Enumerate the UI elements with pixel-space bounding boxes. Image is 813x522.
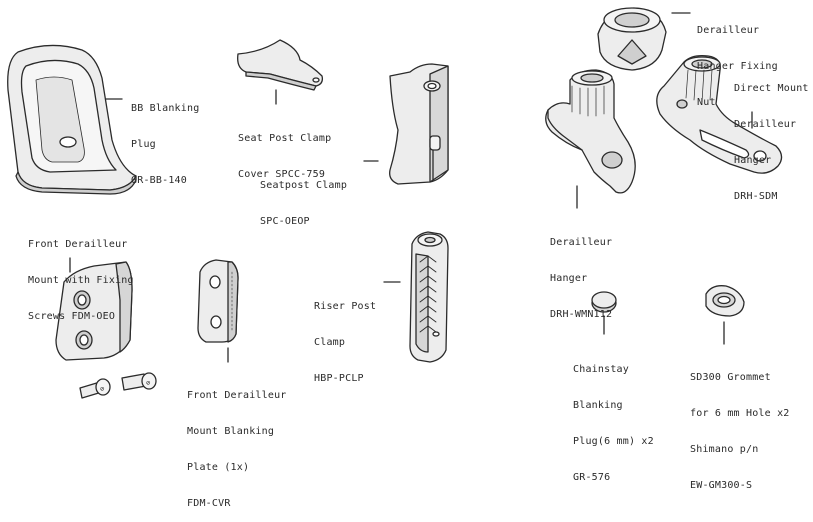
- label-bb-blanking-plug: BB Blanking Plug GR-BB-140: [131, 103, 200, 186]
- seat-post-clamp-cover-illustration: [237, 39, 324, 105]
- fixing-screw-right: ⊘: [121, 372, 157, 391]
- label-seatpost-clamp: Seatpost Clamp SPC-OEOP: [260, 180, 348, 227]
- chainstay-plug-illustration: [591, 291, 617, 335]
- parts-diagram: ⊘ ⊘: [7, 7, 783, 399]
- label-derailleur-hanger: Derailleur Hanger DRH-WMN112: [550, 237, 613, 320]
- label-chainstay-plug: Chainstay Blanking Plug(6 mm) x2 GR-576: [573, 364, 654, 483]
- fd-mount-illustration: ⊘ ⊘: [55, 257, 157, 399]
- label-direct-mount-hanger: Direct Mount Derailleur Hanger DRH-SDM: [734, 83, 809, 202]
- fixing-screw-left: ⊘: [79, 378, 111, 399]
- bb-blanking-plug-illustration: [7, 44, 137, 195]
- derailleur-hanger-illustration: [545, 69, 636, 209]
- direct-mount-hanger-illustration: [656, 54, 783, 174]
- label-fd-blanking-plate: Front Derailleur Mount Blanking Plate (1…: [187, 390, 287, 509]
- svg-text:⊘: ⊘: [100, 385, 104, 393]
- label-seat-post-clamp-cover: Seat Post Clamp Cover SPCC-759: [238, 133, 332, 180]
- seatpost-clamp-illustration: [363, 63, 449, 185]
- riser-post-clamp-illustration: [383, 231, 449, 363]
- label-fd-mount: Front Derailleur Mount with Fixing Screw…: [28, 239, 134, 322]
- fd-blanking-plate-illustration: [197, 259, 239, 363]
- label-grommet: SD300 Grommet for 6 mm Hole x2 Shimano p…: [690, 372, 790, 491]
- fixing-nut-illustration: [597, 7, 691, 71]
- svg-text:⊘: ⊘: [146, 379, 150, 387]
- label-riser-post-clamp: Riser Post Clamp HBP-PCLP: [314, 301, 377, 384]
- grommet-illustration: [705, 285, 745, 345]
- label-fixing-nut: Derailleur Hanger Fixing Nut: [697, 25, 778, 108]
